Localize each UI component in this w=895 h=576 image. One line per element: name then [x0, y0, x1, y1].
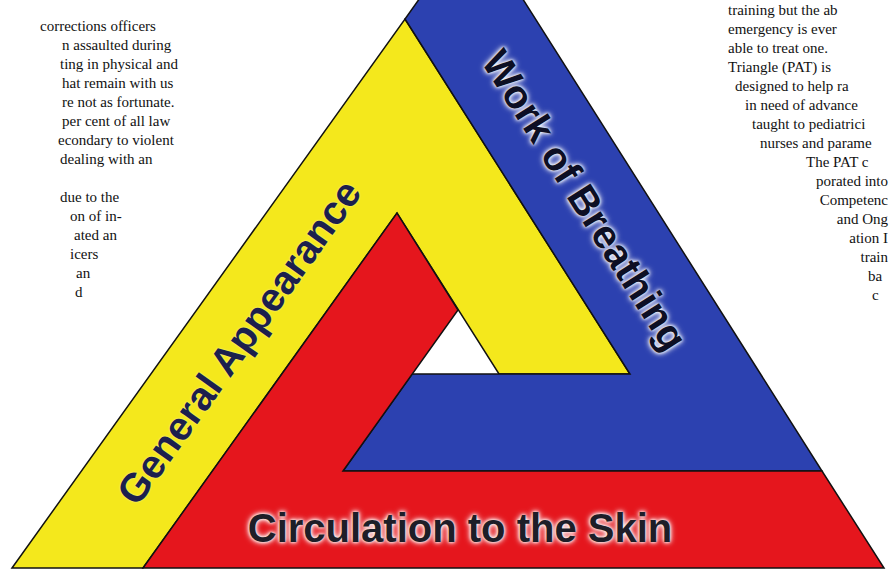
article-text-fragment: on of in-	[70, 208, 122, 225]
article-text-fragment: emergency is ever	[728, 21, 837, 38]
article-text-fragment: The PAT c	[806, 154, 869, 171]
article-text-fragment: re not as fortunate.	[62, 94, 174, 111]
article-text-fragment: dealing with an	[60, 151, 152, 168]
band-outline	[143, 213, 884, 568]
article-text-fragment: train	[861, 249, 889, 266]
article-text-fragment: nurses and parame	[760, 135, 872, 152]
article-text-fragment: ated an	[74, 227, 117, 244]
article-text-fragment: and Ong	[837, 211, 888, 228]
article-text-fragment: in need of advance	[745, 97, 858, 114]
article-text-fragment: icers	[70, 246, 98, 263]
article-text-fragment: Competenc	[820, 192, 888, 209]
article-text-fragment: training but the ab	[728, 2, 838, 19]
article-text-fragment: taught to pediatrici	[752, 116, 865, 133]
article-text-fragment: n assaulted during	[62, 37, 171, 54]
article-text-fragment: corrections officers	[40, 18, 156, 35]
article-text-fragment: Triangle (PAT) is	[728, 59, 831, 76]
band-label: Work of Breathing	[475, 43, 694, 357]
article-text-fragment: designed to help ra	[735, 78, 849, 95]
article-text-fragment: able to treat one.	[728, 40, 828, 57]
article-text-fragment: per cent of all law	[62, 113, 170, 130]
article-text-fragment: d	[75, 284, 83, 301]
band-label: Circulation to the Skin	[248, 508, 672, 548]
article-text-fragment: due to the	[60, 189, 119, 206]
article-text-fragment: ation I	[849, 230, 888, 247]
article-text-fragment: ting in physical and	[60, 56, 178, 73]
article-text-fragment: porated into	[816, 173, 888, 190]
article-text-fragment: econdary to violent	[58, 132, 174, 149]
article-text-fragment: ba	[868, 268, 882, 285]
article-text-fragment: an	[76, 265, 90, 282]
article-text-fragment: c	[872, 287, 879, 304]
article-text-fragment: hat remain with us	[62, 75, 173, 92]
